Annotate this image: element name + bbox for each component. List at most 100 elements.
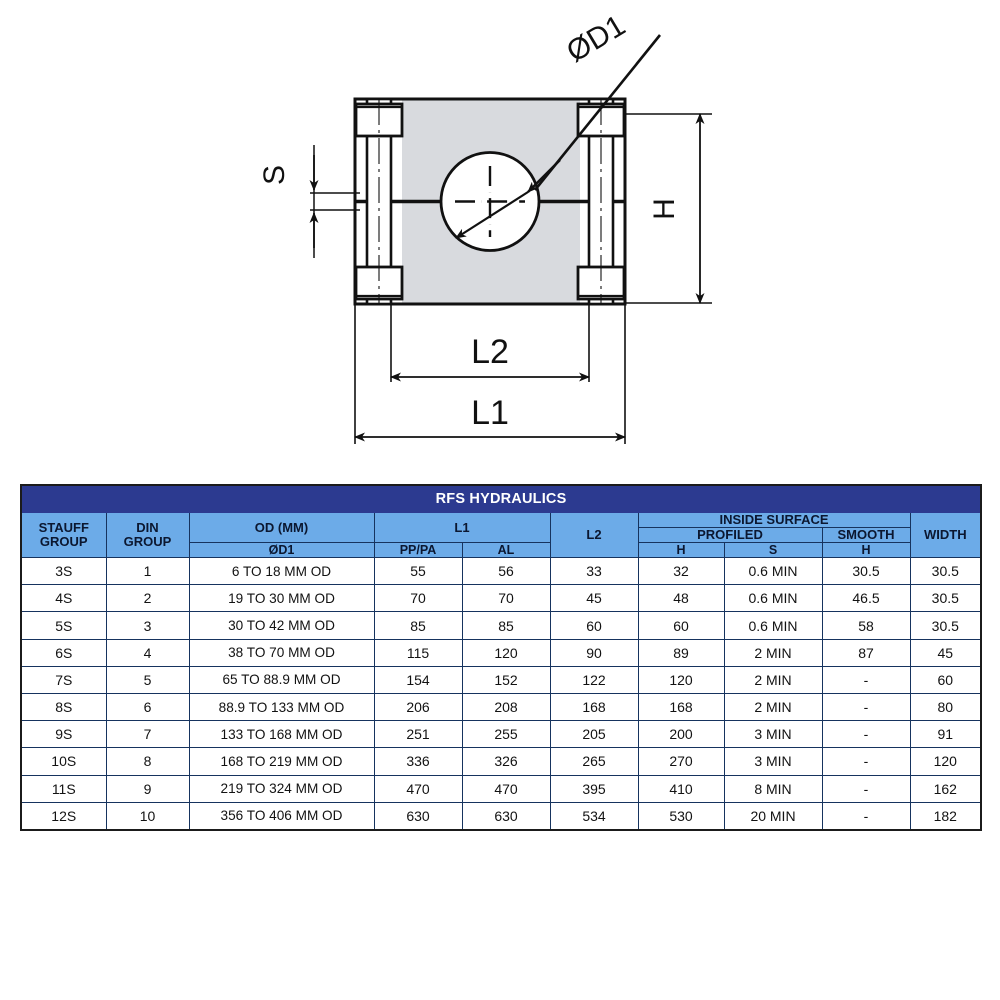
cell-pppa: 630	[373, 801, 463, 831]
cell-pppa: 85	[373, 611, 463, 640]
cell-od: 38 TO 70 MM OD	[188, 638, 375, 667]
diameter-arrow-upper	[527, 159, 561, 193]
cell-pppa: 206	[373, 692, 463, 722]
cell-l2: 60	[549, 611, 639, 640]
cell-al: 208	[461, 692, 551, 722]
table-row: 5S 3 30 TO 42 MM OD 85 85 60 60 0.6 MIN …	[20, 611, 982, 640]
cell-profiled-s: 2 MIN	[723, 665, 823, 695]
cell-od: 30 TO 42 MM OD	[188, 611, 375, 640]
length-outer-dimension: L1	[354, 304, 626, 444]
cell-din: 6	[105, 692, 190, 722]
header-l1: L1	[373, 511, 551, 544]
cell-width: 45	[909, 638, 982, 667]
header-row-2: PROFILED SMOOTH	[21, 527, 981, 544]
header-row-3: ØD1 PP/PA AL H S H	[21, 542, 981, 559]
header-din-group: DIN GROUP	[105, 511, 190, 559]
cell-al: 326	[461, 747, 551, 776]
cell-od: 219 TO 324 MM OD	[188, 774, 375, 803]
length-inner-label: L2	[471, 333, 509, 371]
header-profiled-h: H	[637, 542, 725, 559]
table-row: 12S 10 356 TO 406 MM OD 630 630 534 530 …	[20, 801, 982, 831]
header-width: WIDTH	[909, 511, 982, 559]
cell-smooth-h: -	[821, 692, 911, 722]
cell-stauff: 7S	[20, 665, 107, 695]
cell-profiled-h: 270	[637, 747, 725, 776]
center-bore	[439, 151, 541, 252]
cell-width: 30.5	[909, 557, 982, 586]
cell-profiled-s: 0.6 MIN	[723, 611, 823, 640]
cell-stauff: 6S	[20, 638, 107, 667]
specification-table: RFS HYDRAULICS STAUFF GROUP DIN GROUP OD…	[20, 484, 983, 831]
cell-stauff: 3S	[20, 557, 107, 586]
table-row: 4S 2 19 TO 30 MM OD 70 70 45 48 0.6 MIN …	[20, 584, 982, 613]
cell-profiled-s: 3 MIN	[723, 720, 823, 749]
cell-smooth-h: 58	[821, 611, 911, 640]
cell-profiled-h: 120	[637, 665, 725, 695]
cell-l2: 122	[549, 665, 639, 695]
height-dimension: H	[625, 113, 712, 304]
cell-pppa: 336	[373, 747, 463, 776]
bolt-right	[576, 97, 626, 306]
thickness-label: S	[258, 165, 291, 185]
cell-din: 7	[105, 720, 190, 749]
cell-profiled-h: 168	[637, 692, 725, 722]
header-stauff-group-line1: STAUFF	[38, 520, 89, 536]
cell-profiled-s: 2 MIN	[723, 638, 823, 667]
cell-smooth-h: -	[821, 747, 911, 776]
cell-l2: 205	[549, 720, 639, 749]
cell-profiled-s: 2 MIN	[723, 692, 823, 722]
cell-l2: 45	[549, 584, 639, 613]
header-stauff-group: STAUFF GROUP	[20, 511, 107, 559]
cell-profiled-s: 0.6 MIN	[723, 584, 823, 613]
cell-width: 60	[909, 665, 982, 695]
cell-din: 5	[105, 665, 190, 695]
header-din-group-line1: DIN	[136, 520, 159, 536]
header-l1-sub-pppa: PP/PA	[373, 542, 463, 559]
cell-stauff: 8S	[20, 692, 107, 722]
header-od-mm: OD (MM)	[188, 511, 375, 544]
cell-od: 133 TO 168 MM OD	[188, 720, 375, 749]
cell-stauff: 4S	[20, 584, 107, 613]
table-row: 9S 7 133 TO 168 MM OD 251 255 205 200 3 …	[20, 720, 982, 749]
cell-od: 6 TO 18 MM OD	[188, 557, 375, 586]
clamp-cross-section-svg: ØD1 S H L2	[258, 9, 712, 444]
cell-al: 120	[461, 638, 551, 667]
cell-din: 8	[105, 747, 190, 776]
clamp-body	[353, 97, 627, 306]
header-l2: L2	[549, 511, 639, 559]
cell-l2: 90	[549, 638, 639, 667]
cell-width: 30.5	[909, 584, 982, 613]
cell-width: 30.5	[909, 611, 982, 640]
header-profiled-s: S	[723, 542, 823, 559]
cell-al: 56	[461, 557, 551, 586]
cell-din: 9	[105, 774, 190, 803]
cell-smooth-h: 30.5	[821, 557, 911, 586]
cell-stauff: 10S	[20, 747, 107, 776]
cell-width: 162	[909, 774, 982, 803]
cell-pppa: 470	[373, 774, 463, 803]
table-title-row: RFS HYDRAULICS	[20, 484, 982, 513]
cell-profiled-s: 8 MIN	[723, 774, 823, 803]
cell-smooth-h: -	[821, 774, 911, 803]
cell-l2: 168	[549, 692, 639, 722]
table-title: RFS HYDRAULICS	[20, 484, 982, 513]
cell-od: 19 TO 30 MM OD	[188, 584, 375, 613]
table-row: 11S 9 219 TO 324 MM OD 470 470 395 410 8…	[20, 774, 982, 803]
diameter-label: ØD1	[561, 9, 631, 69]
cell-al: 470	[461, 774, 551, 803]
cell-l2: 33	[549, 557, 639, 586]
cell-al: 630	[461, 801, 551, 831]
header-stauff-group-line2: GROUP	[39, 534, 88, 550]
table-row: 8S 6 88.9 TO 133 MM OD 206 208 168 168 2…	[20, 692, 982, 722]
cell-l2: 534	[549, 801, 639, 831]
cell-al: 70	[461, 584, 551, 613]
cell-profiled-h: 32	[637, 557, 725, 586]
header-row-1: STAUFF GROUP DIN GROUP OD (MM) L1 L2 INS…	[20, 511, 982, 559]
cell-stauff: 9S	[20, 720, 107, 749]
length-outer-label: L1	[471, 394, 509, 432]
cell-profiled-h: 60	[637, 611, 725, 640]
header-smooth: SMOOTH	[821, 527, 911, 544]
bolt-left	[354, 97, 404, 306]
cell-pppa: 251	[373, 720, 463, 749]
cell-stauff: 11S	[20, 774, 107, 803]
